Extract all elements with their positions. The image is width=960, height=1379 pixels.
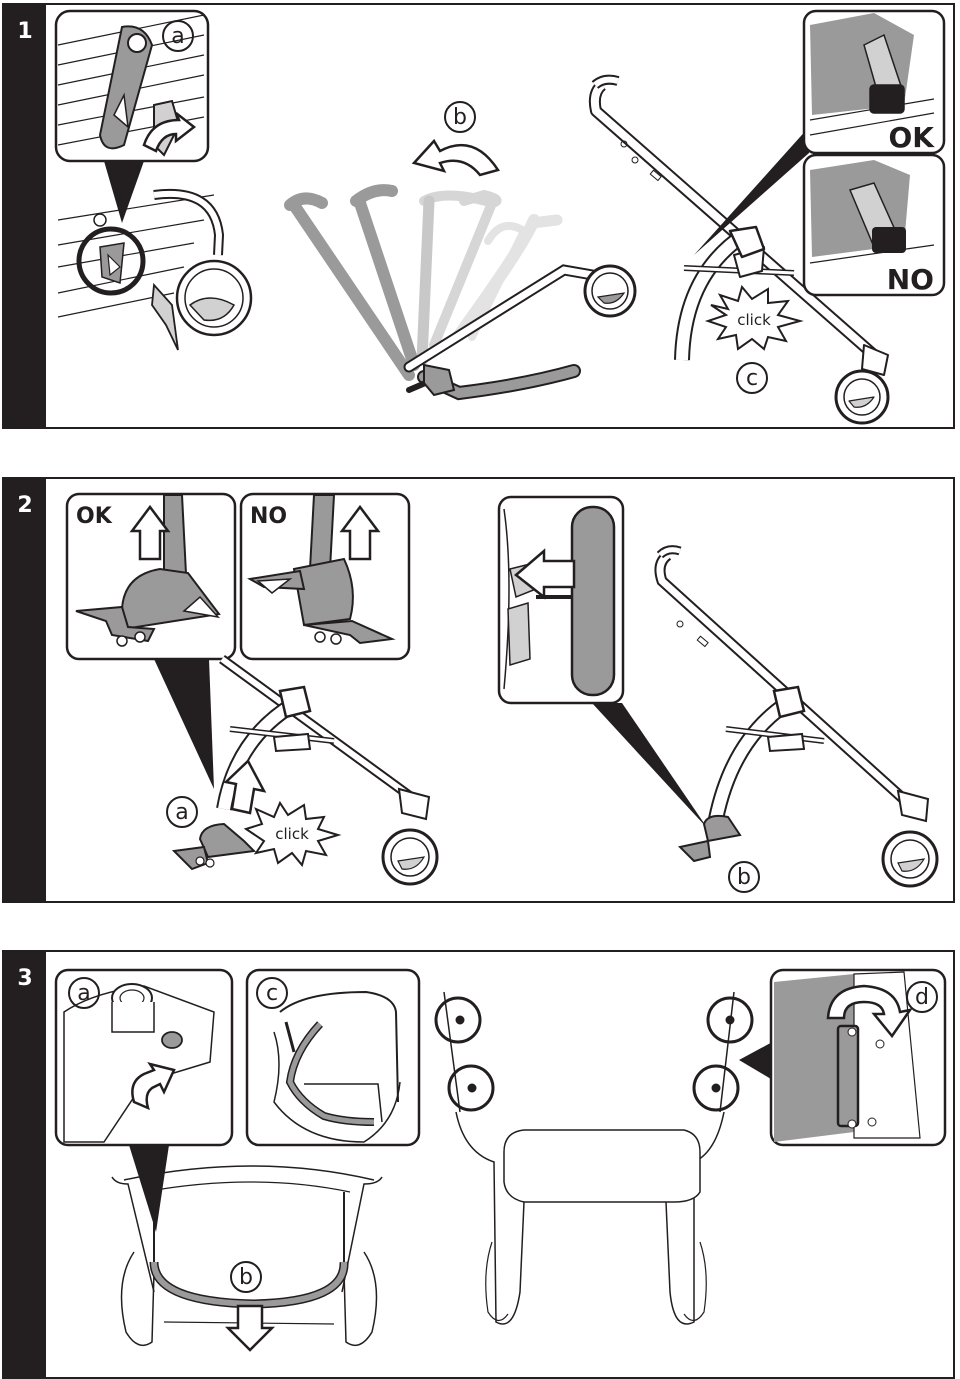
step-3-detail-a: a [54, 968, 234, 1147]
step-1-detail-a: a [54, 9, 210, 163]
step-2-callout-release [497, 495, 625, 705]
svg-text:b: b [737, 865, 751, 890]
step-3-sidebar [4, 952, 46, 1377]
svg-text:c: c [746, 366, 758, 391]
step-2-callout-ok: OK [65, 492, 237, 661]
no-label-1: NO [887, 263, 934, 296]
click-sound-1: click [737, 311, 771, 329]
step-2-fold-lock-a [171, 822, 257, 871]
label-3a: a [77, 981, 90, 1006]
step-2-up-arrow-a [223, 758, 267, 815]
step-2-callout-pointer-b [592, 703, 708, 829]
step-1-rotate-arrow-b: b [411, 101, 500, 177]
label-3c: c [266, 981, 278, 1006]
step-1-click-burst: click [704, 284, 804, 351]
step-3-number: 3 [17, 966, 33, 991]
svg-text:a: a [175, 800, 188, 825]
step-2-stroller-left [216, 654, 439, 886]
ok-label-1: OK [889, 121, 936, 154]
step-1-panel: 1 a [2, 3, 955, 429]
step-1-fold-lever-closeup [57, 188, 253, 351]
label-1b: b [453, 105, 467, 130]
step-2-label-a: a [166, 796, 198, 828]
step-3-illustration: a c [54, 968, 947, 1352]
step-1-sidebar [4, 5, 46, 427]
step-3-stroller-front-right [434, 991, 754, 1325]
step-3-down-arrow-b [224, 1304, 276, 1352]
step-3-panel: 3 a c [2, 950, 955, 1379]
step-3-stroller-front-left [111, 1165, 383, 1347]
ok-label-2: OK [76, 504, 113, 529]
step-2-illustration: OK NO [65, 492, 939, 893]
step-2-stroller-right [654, 545, 939, 888]
no-label-2: NO [250, 504, 287, 529]
step-1-callout-ok: OK [802, 9, 946, 155]
step-3-callout-pointer-d [739, 1040, 776, 1082]
step-3-detail-d: d [769, 968, 947, 1147]
click-sound-2: click [275, 825, 309, 843]
step-2-panel: 2 OK NO [2, 477, 955, 903]
step-1-number: 1 [17, 19, 33, 44]
svg-text:b: b [239, 1265, 253, 1290]
step-1-illustration: a [54, 9, 946, 425]
step-2-click-burst: click [243, 800, 342, 868]
step-2-sidebar [4, 479, 46, 901]
step-1-unfolded-stroller [588, 74, 890, 425]
step-3-detail-c: c [245, 968, 421, 1147]
step-1-label-c: c [736, 362, 768, 394]
step-3-label-b: b [230, 1261, 262, 1293]
step-1-callout-pointer-a [104, 161, 144, 223]
step-1-callout-pointer-c [694, 127, 809, 255]
step-1-callout-no: NO [802, 153, 946, 297]
label-3d: d [915, 985, 929, 1010]
step-2-callout-no: NO [239, 492, 411, 661]
step-2-callout-pointer-a [154, 659, 214, 789]
step-3-callout-pointer-a [129, 1145, 169, 1232]
step-2-number: 2 [17, 493, 33, 518]
label-1a: a [171, 24, 184, 49]
step-2-label-b: b [728, 861, 760, 893]
step-1-fold-sequence [284, 184, 637, 401]
